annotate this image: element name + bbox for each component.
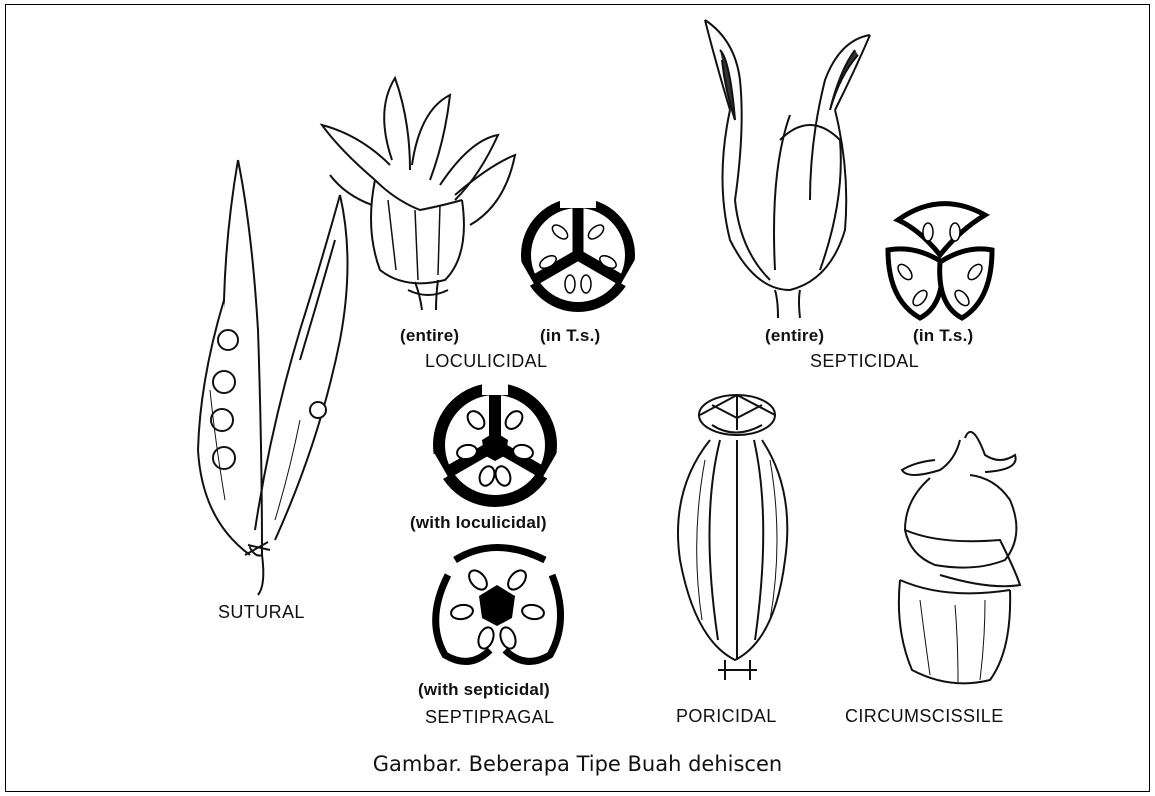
loculicidal-capsule-drawing (322, 78, 515, 310)
sutural-pod-drawing (198, 160, 348, 595)
with-loculicidal-section-drawing (424, 383, 566, 501)
sutural-label: SUTURAL (218, 602, 305, 623)
loculicidal-section-drawing (510, 198, 645, 307)
with-septicidal-section-drawing (436, 548, 561, 662)
circumscissile-label: CIRCUMSCISSILE (845, 706, 1004, 727)
septicidal-ts-label: (in T.s.) (913, 326, 973, 346)
septicidal-label: SEPTICIDAL (810, 351, 919, 372)
with-loculicidal-label: (with loculicidal) (410, 513, 547, 533)
loculicidal-entire-label: (entire) (400, 326, 459, 346)
poricidal-capsule-drawing (678, 395, 787, 680)
septipragal-label: SEPTIPRAGAL (425, 707, 554, 728)
with-septicidal-label: (with septicidal) (418, 680, 550, 700)
figure-caption: Gambar. Beberapa Tipe Buah dehiscen (0, 752, 1155, 776)
septicidal-capsule-drawing (705, 20, 870, 318)
loculicidal-ts-label: (in T.s.) (540, 326, 600, 346)
poricidal-label: PORICIDAL (676, 706, 777, 727)
septicidal-section-drawing (888, 204, 992, 318)
loculicidal-label: LOCULICIDAL (425, 351, 547, 372)
circumscissile-capsule-drawing (899, 432, 1020, 683)
septicidal-entire-label: (entire) (765, 326, 824, 346)
